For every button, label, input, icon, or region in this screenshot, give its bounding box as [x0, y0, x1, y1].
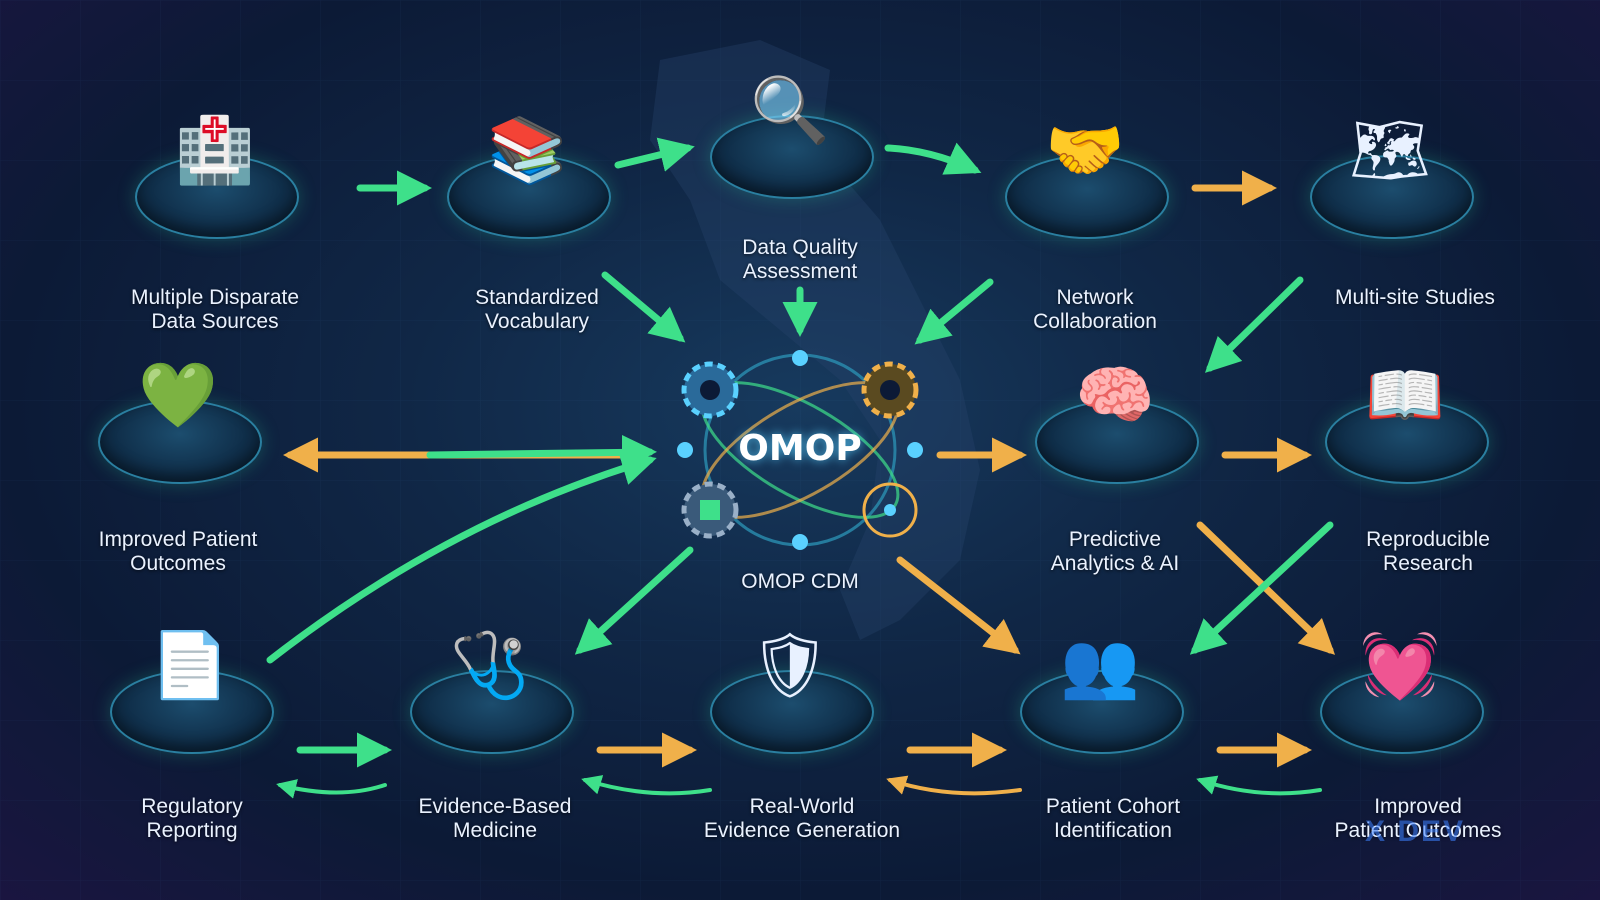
node-predictive: 🧠 [1015, 330, 1215, 505]
omop-cdm-label: OMOP CDM [741, 570, 859, 593]
node-platform [447, 155, 611, 239]
node-platform [1325, 400, 1489, 484]
document-icon: 📄 [150, 628, 230, 701]
omop-hub [677, 350, 923, 550]
arrow-outcomes2-cohort [1196, 775, 1322, 796]
arrow-multisite-predictive [1204, 276, 1304, 373]
node-platform [135, 155, 299, 239]
omop-title: OMOP [738, 428, 862, 469]
node-platform [710, 670, 874, 754]
arrow-rwe-ebm [581, 775, 712, 796]
gear-icon [681, 361, 739, 419]
node-ebm: 🩺 [390, 600, 590, 775]
node-sources: 🏥 [115, 85, 315, 260]
node-cohort: 👥 [1000, 600, 1200, 775]
crowd-funnel-icon: 👥 [1060, 628, 1140, 701]
magnifier-check-icon: 🔍 [750, 73, 830, 146]
node-platform [410, 670, 574, 754]
watermark: X DEV [1365, 815, 1466, 848]
node-regulatory: 📄 [90, 600, 290, 775]
hospital-icon: 🏥 [175, 113, 255, 186]
node-vocab: 📚 [427, 85, 627, 260]
gear-icon [861, 361, 919, 419]
node-platform [1320, 670, 1484, 754]
heart-family-icon: 💚 [138, 358, 218, 431]
node-outcomes2: 💓 [1300, 600, 1500, 775]
node-platform [110, 670, 274, 754]
arrow-dqa-network [884, 142, 982, 175]
arrow-vocab-omop [601, 271, 686, 343]
arrow-reproducible-cohort [1189, 521, 1334, 655]
heartbeat-icon: 💓 [1360, 628, 1440, 701]
node-outcomes1: 💚 [78, 330, 278, 505]
open-book-icon: 📖 [1365, 358, 1445, 431]
label-multisite: Multi-site Studies [1335, 286, 1495, 309]
node-reproducible: 📖 [1305, 330, 1505, 505]
arrow-omop-cohort [896, 556, 1021, 655]
flow-arrows [266, 137, 1336, 799]
book-icon: 📚 [487, 113, 567, 186]
node-platform [1035, 400, 1199, 484]
doctor-icon: 🩺 [450, 628, 530, 701]
shield-check-icon: 🛡 [749, 628, 831, 701]
network-node-icon [862, 482, 918, 538]
node-platform [710, 115, 874, 199]
arrow-omop-ebm [574, 546, 694, 655]
node-platform [1020, 670, 1184, 754]
node-network: 🤝 [985, 85, 1185, 260]
node-platform [98, 400, 262, 484]
node-rwe: 🛡 [690, 600, 890, 775]
arrow-cohort-rwe [886, 775, 1022, 796]
map-pin-icon: 🗺 [1349, 113, 1431, 186]
gear-icon [681, 481, 739, 539]
arrow-ebm-regulatory [276, 779, 387, 799]
arrow-network-omop [914, 278, 994, 345]
brain-icon: 🧠 [1075, 358, 1155, 431]
node-platform [1310, 155, 1474, 239]
arrow-vocab-dqa [614, 137, 695, 172]
node-platform [1005, 155, 1169, 239]
node-dqa: 🔍 [690, 45, 890, 220]
node-multisite: 🗺 [1290, 85, 1490, 260]
arrow-outcomes-omop [426, 434, 657, 470]
arrow-regulatory-omop [266, 451, 657, 664]
meeting-icon: 🤝 [1045, 113, 1125, 186]
